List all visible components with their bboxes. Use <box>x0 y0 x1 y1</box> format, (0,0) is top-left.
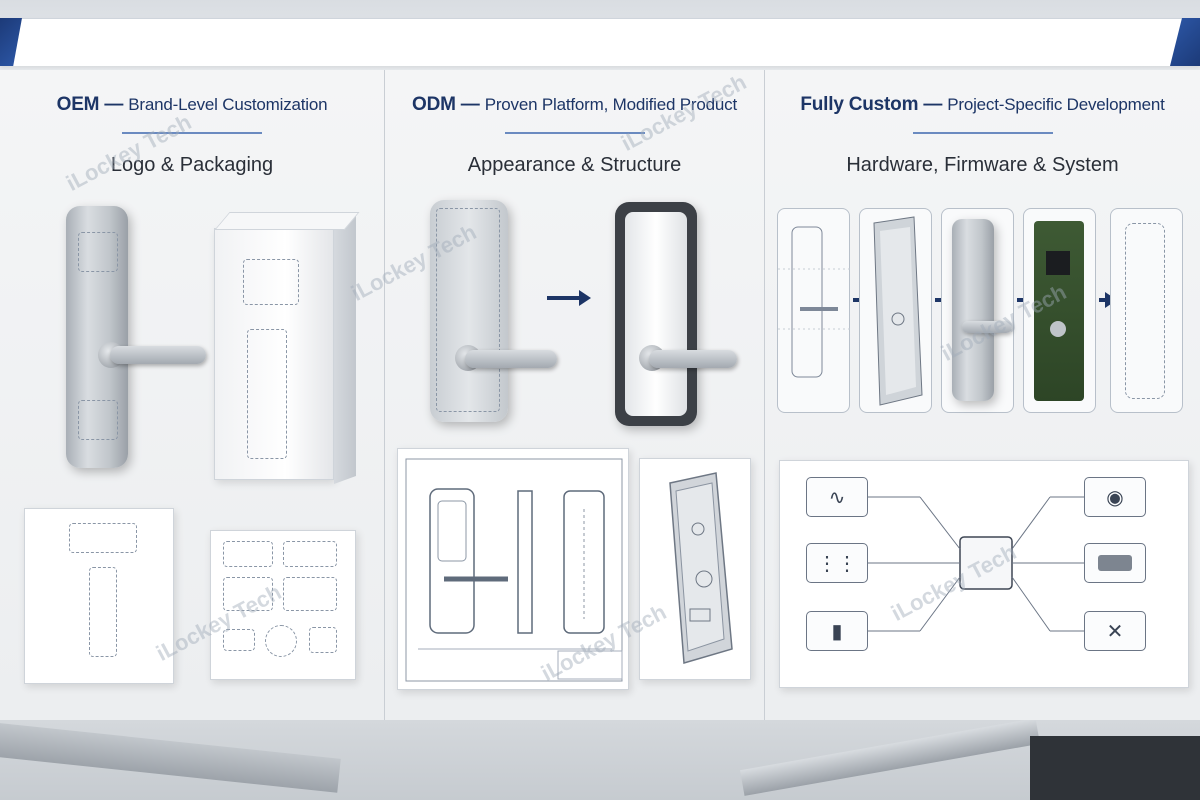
keypad-icon: ⋮⋮ <box>806 543 868 583</box>
odm-original-lock <box>430 200 508 422</box>
3d-structure-render <box>639 458 751 680</box>
pcb-battery <box>1050 321 1066 337</box>
battery-icon: ▮ <box>806 611 868 651</box>
oem-title: OEM — Brand-Level Customization <box>0 94 384 116</box>
panels: OEM — Brand-Level Customization Logo & P… <box>0 69 1200 720</box>
odm-subtitle: Appearance & Structure <box>467 154 682 176</box>
oem-title-sub: Brand-Level Customization <box>128 95 328 114</box>
odm-modified-face <box>625 212 687 416</box>
original-lock-outline <box>436 208 500 412</box>
logo-placeholder-top <box>78 232 118 272</box>
packaging-box-side <box>334 213 356 485</box>
ruler <box>0 721 341 793</box>
packaging-box <box>214 228 334 480</box>
stage-sketch <box>777 208 851 413</box>
custom-title-underline <box>912 132 1053 134</box>
finished-lock-handle <box>962 321 1012 333</box>
sticker-2 <box>283 541 337 567</box>
stage-housing <box>859 208 932 413</box>
odm-modified-lock <box>615 202 697 426</box>
lock-icon: ◉ <box>1084 477 1146 517</box>
box-lock-outline <box>247 329 287 459</box>
manual-lock-outline <box>89 567 117 657</box>
system-connections <box>868 496 1084 632</box>
sticker-5 <box>223 629 255 651</box>
caliper <box>740 720 1040 796</box>
sticker-6 <box>265 625 297 657</box>
user-manual <box>24 508 174 684</box>
memory-chip-icon <box>1084 543 1146 583</box>
box-logo-area <box>243 259 299 305</box>
custom-title-main: Fully Custom — <box>800 94 948 115</box>
custom-panel: Fully Custom — Project-Specific Developm… <box>765 70 1200 720</box>
manual-logo-placeholder <box>69 523 137 553</box>
sketch-drawing <box>778 226 851 378</box>
stage-outline <box>1110 208 1183 413</box>
odm-modified-handle <box>649 350 737 368</box>
oem-lock-body <box>66 206 128 468</box>
label-sticker-sheet <box>210 530 356 680</box>
custom-subtitle: Hardware, Firmware & System <box>846 154 1119 176</box>
packaging-box-top <box>214 212 360 230</box>
oem-title-underline <box>122 132 262 134</box>
odm-panel: ODM — Proven Platform, Modified Product … <box>347 69 765 720</box>
custom-title: Fully Custom — Project-Specific Developm… <box>765 94 1200 116</box>
system-diagram: ∿ ⋮⋮ ▮ ◉ ✕ <box>779 460 1189 688</box>
oem-panel: OEM — Brand-Level Customization Logo & P… <box>0 70 385 720</box>
odm-title-main: ODM — <box>412 94 485 115</box>
banner-bar <box>0 18 1200 66</box>
odm-title-sub: Proven Platform, Modified Product <box>484 95 737 114</box>
odm-title-underline <box>504 132 645 134</box>
sticker-3 <box>223 577 273 611</box>
oem-subtitle: Logo & Packaging <box>110 154 274 176</box>
pcb-board <box>1034 221 1084 401</box>
stage-arrow-4 <box>1099 292 1117 308</box>
outline-lock <box>1125 223 1165 399</box>
odm-title: ODM — Proven Platform, Modified Product <box>385 94 764 116</box>
bottom-desk-area <box>0 720 1200 800</box>
odm-arrow <box>547 290 591 306</box>
technical-drawing <box>397 448 629 690</box>
drawing-blueprint <box>405 458 623 682</box>
wifi-icon: ∿ <box>806 477 868 517</box>
housing-model <box>873 216 923 406</box>
oem-lock-handle <box>110 346 206 364</box>
watermark: iLockey Tech <box>61 109 196 196</box>
stage-pcb <box>1023 208 1096 413</box>
sticker-4 <box>283 577 337 611</box>
logo-placeholder-bottom <box>78 400 118 440</box>
bluetooth-icon: ✕ <box>1084 611 1146 651</box>
odm-original-handle <box>465 350 557 368</box>
stage-finished-lock <box>941 208 1014 413</box>
memory-chip-shape <box>1098 555 1132 571</box>
tablet-device <box>1030 736 1200 800</box>
pcb-chip <box>1046 251 1070 275</box>
sticker-7 <box>309 627 337 653</box>
housing-render <box>669 472 733 664</box>
sticker-1 <box>223 541 273 567</box>
oem-title-main: OEM — <box>56 94 129 115</box>
finished-lock-body <box>952 219 994 401</box>
custom-title-sub: Project-Specific Development <box>947 95 1165 114</box>
